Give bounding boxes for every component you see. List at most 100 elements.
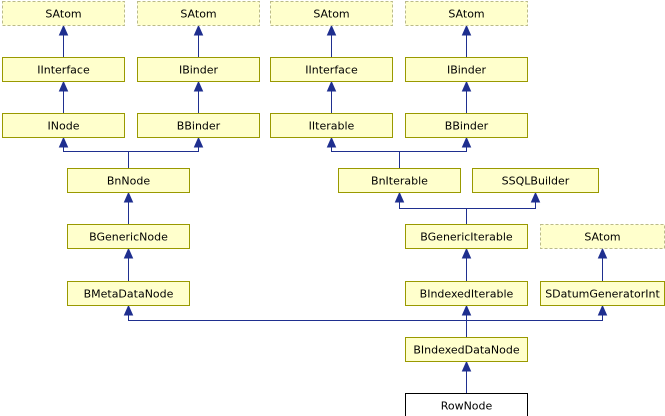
class-box — [405, 224, 528, 249]
inheritance-edge — [128, 147, 199, 168]
class-box — [338, 168, 461, 193]
edge-arrowhead — [461, 304, 472, 316]
inheritance-edge — [466, 202, 536, 224]
class-box — [405, 393, 528, 416]
class-label: IInterface — [305, 64, 358, 77]
class-label: IInterface — [37, 64, 90, 77]
class-label: BMetaDataNode — [84, 288, 174, 301]
class-node-ibinder[interactable]: IBinder — [137, 57, 260, 82]
class-label: SSQLBuilder — [502, 175, 570, 188]
class-box — [137, 113, 260, 138]
edge-arrowhead — [58, 136, 69, 148]
edge-arrowhead — [461, 24, 472, 36]
edge-arrowhead — [597, 304, 608, 316]
class-node-ibinder[interactable]: IBinder — [405, 57, 528, 82]
class-label: BIndexedDataNode — [413, 344, 519, 357]
edge-arrowhead — [326, 136, 337, 148]
edge-arrowhead — [58, 80, 69, 92]
class-node-bbinder[interactable]: BBinder — [405, 113, 528, 138]
class-box — [405, 281, 528, 306]
inheritance-edge — [63, 147, 129, 168]
class-box — [405, 57, 528, 82]
edge-arrowhead — [530, 191, 541, 203]
class-box — [67, 224, 190, 249]
class-label: BnIterable — [371, 175, 428, 188]
edge-arrowhead — [193, 80, 204, 92]
class-node-sdatum-generator-int[interactable]: SDatumGeneratorInt — [540, 281, 665, 306]
class-label: SAtom — [313, 8, 349, 21]
class-node-iinterface[interactable]: IInterface — [2, 57, 125, 82]
class-box — [2, 113, 125, 138]
class-node-bindexed-data-node[interactable]: BIndexedDataNode — [405, 337, 528, 362]
inheritance-edge — [331, 147, 400, 168]
class-node-bgeneric-iterable[interactable]: BGenericIterable — [405, 224, 528, 249]
class-label: SAtom — [180, 8, 216, 21]
edge-arrowhead — [394, 191, 405, 203]
class-node-bn-iterable[interactable]: BnIterable — [338, 168, 461, 193]
class-label: RowNode — [441, 400, 493, 413]
class-node-bmeta-data-node[interactable]: BMetaDataNode — [67, 281, 190, 306]
edge-arrowhead — [123, 247, 134, 259]
class-node-iinterface[interactable]: IInterface — [270, 57, 393, 82]
class-node-satom[interactable]: SAtom — [405, 1, 528, 26]
class-box — [472, 168, 599, 193]
class-node-satom[interactable]: SAtom — [540, 224, 665, 249]
inheritance-edge — [128, 315, 467, 337]
class-box — [405, 337, 528, 362]
class-box — [67, 168, 190, 193]
class-box — [270, 1, 393, 26]
class-node-satom[interactable]: SAtom — [270, 1, 393, 26]
class-node-satom[interactable]: SAtom — [137, 1, 260, 26]
edge-arrowhead — [123, 304, 134, 316]
class-node-ssqlbuilder[interactable]: SSQLBuilder — [472, 168, 599, 193]
class-label: INode — [48, 120, 80, 133]
class-label: BGenericNode — [89, 231, 168, 244]
class-label: BIndexedIterable — [420, 288, 514, 301]
class-node-bn-node[interactable]: BnNode — [67, 168, 190, 193]
edge-arrowhead — [326, 24, 337, 36]
edge-arrowhead — [461, 360, 472, 372]
class-label: BBinder — [445, 120, 489, 133]
class-box — [2, 57, 125, 82]
class-node-inode[interactable]: INode — [2, 113, 125, 138]
class-label: BBinder — [177, 120, 221, 133]
class-node-bbinder[interactable]: BBinder — [137, 113, 260, 138]
class-box — [67, 281, 190, 306]
class-label: SAtom — [448, 8, 484, 21]
edge-arrowhead — [58, 24, 69, 36]
class-node-row-node[interactable]: RowNode — [405, 393, 528, 416]
class-box — [270, 113, 393, 138]
edge-arrowhead — [461, 247, 472, 259]
class-node-iiterable[interactable]: IIterable — [270, 113, 393, 138]
class-box — [2, 1, 125, 26]
class-box — [270, 57, 393, 82]
edge-arrowhead — [461, 80, 472, 92]
inheritance-edge — [466, 315, 603, 337]
class-label: IIterable — [309, 120, 355, 133]
edge-arrowhead — [597, 247, 608, 259]
edge-arrowhead — [193, 136, 204, 148]
class-label: BGenericIterable — [420, 231, 513, 244]
class-label: SDatumGeneratorInt — [545, 288, 660, 301]
edge-arrowhead — [461, 136, 472, 148]
class-box — [540, 224, 665, 249]
class-node-bindexed-iterable[interactable]: BIndexedIterable — [405, 281, 528, 306]
edge-arrowhead — [326, 80, 337, 92]
inheritance-edge — [399, 147, 467, 168]
edge-arrowhead — [193, 24, 204, 36]
class-label: SAtom — [584, 231, 620, 244]
class-label: SAtom — [45, 8, 81, 21]
edge-layer — [58, 24, 608, 393]
edge-arrowhead — [123, 191, 134, 203]
class-box — [137, 1, 260, 26]
class-node-bgeneric-node[interactable]: BGenericNode — [67, 224, 190, 249]
class-box — [405, 1, 528, 26]
class-box — [405, 113, 528, 138]
class-node-satom[interactable]: SAtom — [2, 1, 125, 26]
class-label: BnNode — [107, 175, 150, 188]
class-box — [137, 57, 260, 82]
class-label: IBinder — [179, 64, 219, 77]
